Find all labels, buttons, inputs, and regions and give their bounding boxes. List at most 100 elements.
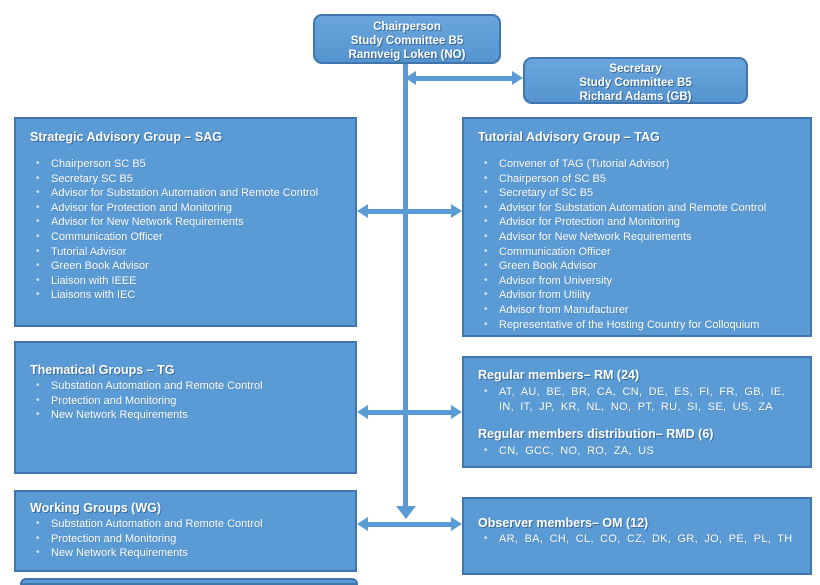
list-item: • Secretary of SC B5 xyxy=(482,186,798,201)
bullet-icon: • xyxy=(36,409,40,421)
partially-visible-box xyxy=(20,578,358,585)
list-item: •Protection and Monitoring xyxy=(34,394,343,409)
bullet-icon: • xyxy=(484,201,488,213)
list-item-label: Chairperson of SC B5 xyxy=(499,172,606,185)
thematical-groups-box: Thematical Groups – TG • Substation Autom… xyxy=(14,341,357,474)
bullet-icon: • xyxy=(484,318,488,330)
list-item-label: Secretary of SC B5 xyxy=(499,187,594,200)
list-item: • New Network Requirements xyxy=(34,408,343,423)
list-item-label: Advisor for New Network Requirements xyxy=(499,230,692,243)
chairperson-committee: Study Committee B5 xyxy=(350,35,464,47)
bullet-icon: • xyxy=(484,533,488,544)
connector-wg-om xyxy=(357,517,462,531)
bullet-icon: • xyxy=(484,445,488,457)
list-item: •New Network Requirements xyxy=(34,546,343,561)
strategic-advisory-group-box: Strategic Advisory Group – SAG • Chairper… xyxy=(14,117,357,327)
list-item-label: Communication Officer xyxy=(51,230,163,243)
list-item: • Communication Officer xyxy=(34,230,343,245)
list-item: •AT, AU, BE, BR, CA, CN, DE, ES, FI, FR,… xyxy=(482,385,798,414)
arrow-shaft xyxy=(367,208,452,214)
list-item-label: Communication Officer xyxy=(499,245,611,258)
list-item-label: Advisor from University xyxy=(499,274,613,287)
list-item: •Liaison with IEEE xyxy=(34,274,343,289)
bullet-icon: • xyxy=(36,274,40,286)
bullet-icon: • xyxy=(484,158,488,169)
bullet-icon: • xyxy=(484,245,488,257)
bullet-icon: • xyxy=(36,380,40,391)
list-item: •Substation Automation and Remote Contro… xyxy=(34,517,343,532)
arrow-right-icon xyxy=(451,405,462,419)
bullet-icon: • xyxy=(36,230,40,242)
list-item-label: Liaisons with IEC xyxy=(51,289,136,302)
bullet-icon: • xyxy=(36,201,40,213)
list-item-label: Advisor for Substation Automation and Re… xyxy=(51,187,319,200)
bullet-icon: • xyxy=(36,172,40,184)
list-item: •Advisor for Protection and Monitoring xyxy=(482,215,798,230)
arrow-shaft xyxy=(415,75,513,81)
arrow-left-icon xyxy=(357,517,368,531)
list-item: •Green Book Advisor xyxy=(34,259,343,274)
list-item: • Advisor for New Network Requirements xyxy=(482,230,798,245)
list-item: • Advisor for Substation Automation and R… xyxy=(34,186,343,201)
list-item: • Chairperson SC B5 xyxy=(34,157,343,172)
bullet-icon: • xyxy=(36,547,40,559)
tag-title: Tutorial Advisory Group – TAG xyxy=(478,130,660,144)
list-item-label: Convener of TAG (Tutorial Advisor) xyxy=(499,158,670,170)
list-item: • Advisor for Substation Automation and R… xyxy=(482,201,798,216)
arrow-left-icon xyxy=(357,405,368,419)
tg-title: Thematical Groups – TG xyxy=(30,363,175,377)
list-item: •Protection and Monitoring xyxy=(34,532,343,547)
bullet-icon: • xyxy=(484,386,488,397)
connector-tg-rm xyxy=(357,405,462,419)
list-item-label: Substation Automation and Remote Control xyxy=(51,380,263,392)
connector-vertical-line xyxy=(403,64,408,506)
connector-chairperson-secretary xyxy=(405,71,523,85)
bullet-icon: • xyxy=(36,245,40,257)
list-item-label: Advisor from Manufacturer xyxy=(499,303,629,316)
list-item-label: Green Book Advisor xyxy=(499,260,597,273)
list-item-label: New Network Requirements xyxy=(51,409,188,422)
list-item: •Representative of the Hosting Country f… xyxy=(482,318,798,333)
list-item-label: Substation Automation and Remote Control xyxy=(51,518,263,530)
list-item: •Advisor from University xyxy=(482,274,798,289)
rm-title: Regular members– RM (24) xyxy=(478,368,640,382)
list-item: • Substation Automation and Remote Contro… xyxy=(34,379,343,394)
secretary-role: Secretary xyxy=(609,63,662,75)
bullet-icon: • xyxy=(484,289,488,301)
arrow-right-icon xyxy=(451,204,462,218)
bullet-icon: • xyxy=(36,216,40,228)
arrow-left-icon xyxy=(405,71,416,85)
bullet-icon: • xyxy=(484,230,488,242)
om-title: Observer members– OM (12) xyxy=(478,516,649,530)
list-item: • Advisor for New Network Requirements xyxy=(34,215,343,230)
list-item: • Advisor for Protection and Monitoring xyxy=(34,201,343,216)
list-item: • Green Book Advisor xyxy=(482,259,798,274)
tg-topic-list: • Substation Automation and Remote Contro… xyxy=(16,379,355,423)
bullet-icon: • xyxy=(484,303,488,315)
list-item-label: Advisor for New Network Requirements xyxy=(51,216,244,229)
list-item: •CN, GCC, NO, RO, ZA, US xyxy=(482,444,798,459)
list-item-label: Tutorial Advisor xyxy=(51,245,127,258)
list-item-label: Advisor for Substation Automation and Re… xyxy=(499,201,767,214)
bullet-icon: • xyxy=(36,532,40,544)
secretary-box: Secretary Study Committee B5 Richard Ada… xyxy=(523,57,748,104)
arrow-left-icon xyxy=(357,204,368,218)
sag-title: Strategic Advisory Group – SAG xyxy=(30,130,222,144)
bullet-icon: • xyxy=(36,158,40,169)
list-item-label: AR, BA, CH, CL, CO, CZ, DK, GR, JO, PE, … xyxy=(499,533,793,545)
list-item-label: Advisor for Protection and Monitoring xyxy=(51,201,232,214)
tutorial-advisory-group-box: Tutorial Advisory Group – TAG • Convener … xyxy=(462,117,812,337)
bullet-icon: • xyxy=(484,260,488,272)
list-item: • Convener of TAG (Tutorial Advisor) xyxy=(482,157,798,172)
bullet-icon: • xyxy=(484,187,488,199)
arrow-shaft xyxy=(367,409,452,415)
bullet-icon: • xyxy=(484,216,488,228)
rm-country-list: •AT, AU, BE, BR, CA, CN, DE, ES, FI, FR,… xyxy=(464,385,810,414)
secretary-name: Richard Adams (GB) xyxy=(579,91,692,103)
bullet-icon: • xyxy=(36,187,40,199)
chairperson-role: Chairperson xyxy=(373,21,441,33)
connector-sag-tag xyxy=(357,204,462,218)
list-item-label: Chairperson SC B5 xyxy=(51,158,146,170)
list-item: •Chairperson of SC B5 xyxy=(482,172,798,187)
